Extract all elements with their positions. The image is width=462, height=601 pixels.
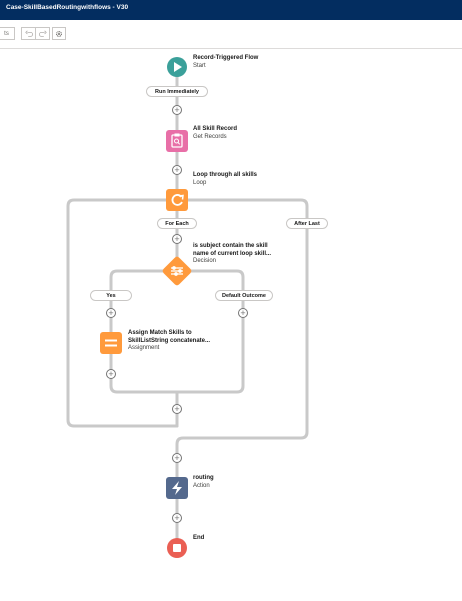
- start-node-title: Record-Triggered Flow: [193, 55, 259, 61]
- play-icon: [174, 62, 182, 72]
- redo-icon: [38, 30, 47, 37]
- decision-icon: [171, 266, 183, 276]
- assignment-node-title-line1: Assign Match Skills to: [128, 330, 192, 336]
- connector-assignment-merge: [109, 351, 179, 394]
- loop-node-type: Loop: [193, 179, 207, 186]
- pill-yes[interactable]: Yes: [90, 290, 132, 301]
- pill-for-each-label: For Each: [165, 220, 189, 227]
- app-header: Case-SkillBasedRoutingwithflows - V30: [0, 0, 462, 20]
- add-element-button[interactable]: +: [172, 165, 182, 175]
- loop-icon: [171, 194, 184, 206]
- decision-node-title-line2: name of current loop skill...: [193, 250, 272, 257]
- get-records-node-title: All Skill Record: [193, 126, 238, 132]
- add-element-button[interactable]: +: [172, 234, 182, 244]
- get-records-node-type: Get Records: [193, 133, 227, 140]
- connector-yes-branch: [109, 269, 170, 335]
- pill-default-outcome[interactable]: Default Outcome: [215, 290, 273, 301]
- settings-button[interactable]: [52, 27, 66, 40]
- gear-icon: [56, 30, 62, 37]
- assignment-node-title-line2: SkillListString concatenate...: [128, 337, 211, 344]
- connector-loop-back: [66, 198, 179, 428]
- loop-node-title: Loop through all skills: [193, 172, 258, 178]
- pill-yes-label: Yes: [106, 292, 116, 299]
- connector-default-branch: [175, 269, 245, 394]
- end-node-title: End: [193, 535, 205, 541]
- pill-run-immediately-label: Run Immediately: [154, 88, 199, 95]
- pill-after-last[interactable]: After Last: [286, 218, 328, 229]
- add-element-button[interactable]: +: [172, 513, 182, 523]
- pill-run-immediately[interactable]: Run Immediately: [146, 86, 208, 97]
- loop-node[interactable]: [166, 189, 188, 211]
- assignment-node[interactable]: [100, 332, 122, 354]
- add-element-button[interactable]: +: [172, 404, 182, 414]
- loop-node-label: Loop through all skills Loop: [193, 172, 257, 187]
- start-node-label: Record-Triggered Flow Start: [193, 55, 258, 70]
- add-element-button[interactable]: +: [106, 369, 116, 379]
- add-element-button[interactable]: +: [172, 105, 182, 115]
- assignment-node-type: Assignment: [128, 345, 160, 351]
- start-node-type: Start: [193, 62, 206, 69]
- action-node-label: routing Action: [193, 475, 214, 490]
- add-element-button[interactable]: +: [238, 308, 248, 318]
- decision-node-title-line1: is subject contain the skill: [193, 243, 268, 249]
- pill-for-each[interactable]: For Each: [157, 218, 197, 229]
- add-element-button[interactable]: +: [106, 308, 116, 318]
- flow-title: Case-SkillBasedRoutingwithflows - V30: [6, 4, 129, 11]
- connector-after-last: [175, 198, 309, 482]
- get-records-node-label: All Skill Record Get Records: [193, 126, 237, 141]
- decision-node-label: is subject contain the skill name of cur…: [193, 243, 271, 266]
- pill-default-outcome-label: Default Outcome: [221, 292, 266, 299]
- redo-button[interactable]: [35, 27, 50, 40]
- decision-node-type: Decision: [193, 258, 217, 264]
- assignment-icon: [105, 339, 117, 347]
- toolbar: ts: [0, 20, 462, 49]
- undo-icon: [24, 30, 33, 37]
- action-node-title: routing: [193, 475, 214, 481]
- toolbar-partial-button-label: ts: [4, 30, 9, 37]
- undo-button[interactable]: [21, 27, 36, 40]
- clipboard-search-icon: [171, 133, 183, 148]
- end-node-label: End: [193, 535, 204, 543]
- lightning-icon: [172, 481, 182, 495]
- action-node-type: Action: [193, 482, 210, 489]
- pill-after-last-label: After Last: [294, 220, 320, 227]
- stop-icon: [173, 544, 181, 552]
- add-element-button[interactable]: +: [172, 453, 182, 463]
- toolbar-partial-button[interactable]: ts: [0, 27, 15, 40]
- assignment-node-label: Assign Match Skills to SkillListString c…: [128, 330, 210, 353]
- get-records-node[interactable]: [166, 130, 188, 152]
